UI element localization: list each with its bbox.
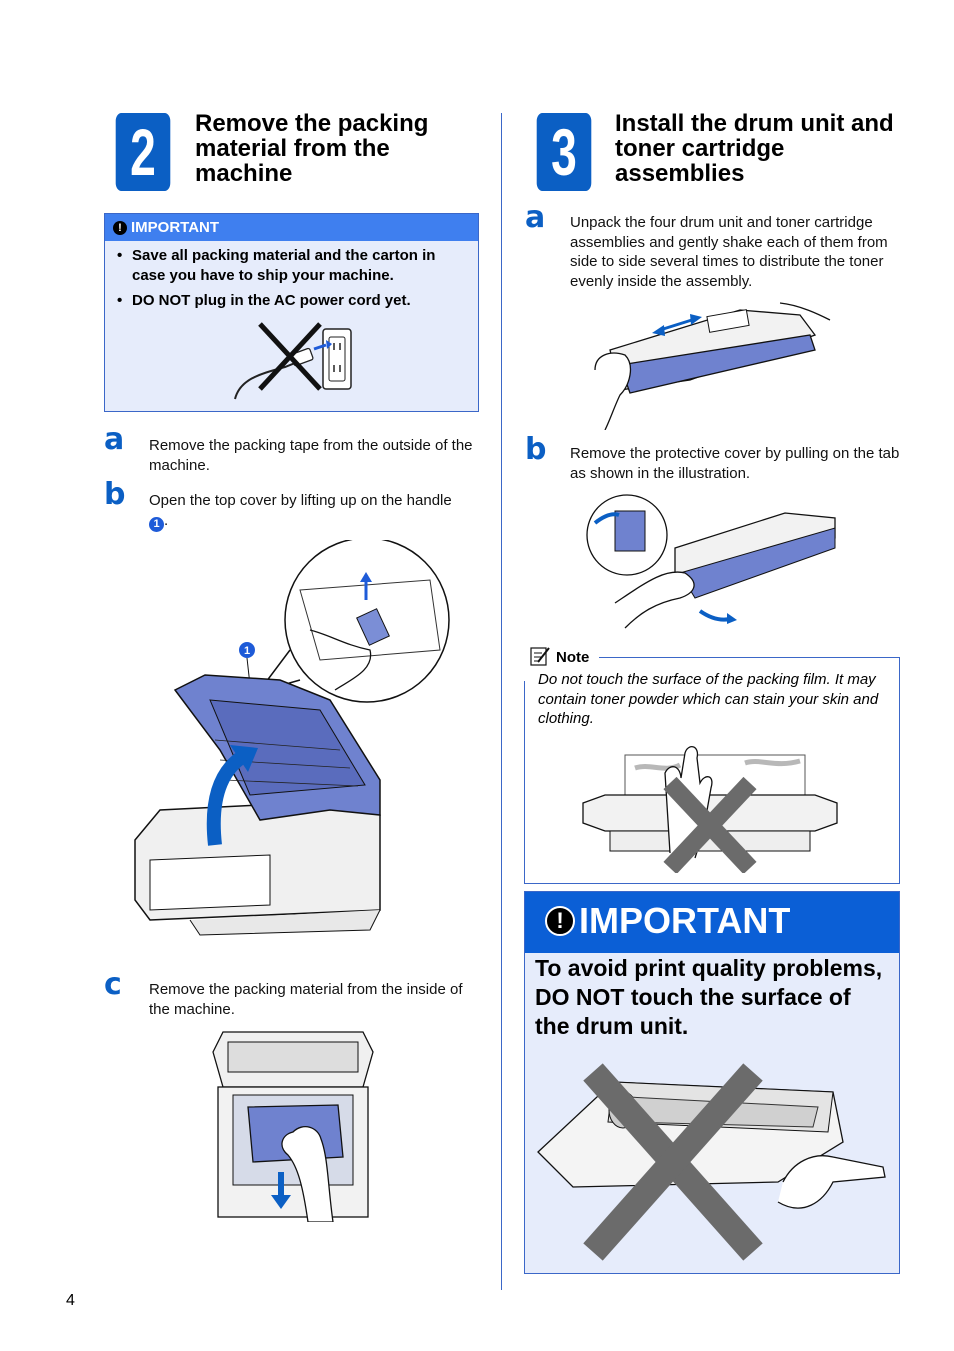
important-box-step3: ! IMPORTANT To avoid print quality probl… (524, 891, 900, 1274)
step-2-title: Remove the packing material from the mac… (195, 110, 429, 187)
note-text: Do not touch the surface of the packing … (538, 671, 879, 727)
step-3a-text: Unpack the four drum unit and toner cart… (570, 214, 888, 290)
exclamation-icon: ! (545, 906, 575, 936)
no-plug-illustration (234, 322, 352, 400)
note-box: Note Do not touch the surface of the pac… (524, 647, 900, 884)
important-box-step2: ! IMPORTANT •Save all packing material a… (104, 213, 479, 412)
column-divider (501, 113, 502, 1290)
printer-open-cover-illustration: 1 (134, 540, 450, 936)
important-header-large: ! IMPORTANT (525, 892, 899, 953)
step-3b-letter: b (525, 432, 547, 467)
exclamation-icon: ! (113, 221, 127, 235)
step-2b-text: Open the top cover by lifting up on the … (149, 492, 452, 532)
step-3-title: Install the drum unit and toner cartridg… (615, 110, 894, 187)
step-2-number: 2 (115, 113, 171, 191)
remove-packing-illustration (212, 1031, 374, 1222)
step-3b-text: Remove the protective cover by pulling o… (570, 445, 900, 482)
page-number: 4 (66, 1292, 75, 1309)
step-3a-letter: a (525, 200, 546, 235)
illustration-callout-1: 1 (244, 645, 250, 657)
step-2c-letter: c (104, 967, 122, 1002)
no-touch-drum-illustration (537, 1063, 886, 1261)
callout-1-icon: 1 (149, 516, 164, 532)
note-label: Note (556, 649, 590, 666)
note-icon (530, 647, 550, 666)
step-2b-letter: b (104, 477, 126, 512)
no-touch-film-illustration (582, 746, 838, 873)
shake-cartridge-illustration (594, 302, 831, 430)
step-3-number: 3 (536, 113, 592, 191)
remove-cover-illustration (586, 494, 836, 629)
step-2a-letter: a (104, 422, 125, 457)
important-header: ! IMPORTANT (105, 214, 478, 241)
important-drum-text: To avoid print quality problems, DO NOT … (535, 955, 883, 1039)
step-2c-text: Remove the packing material from the ins… (149, 981, 463, 1018)
step-2a-text: Remove the packing tape from the outside… (149, 437, 473, 474)
